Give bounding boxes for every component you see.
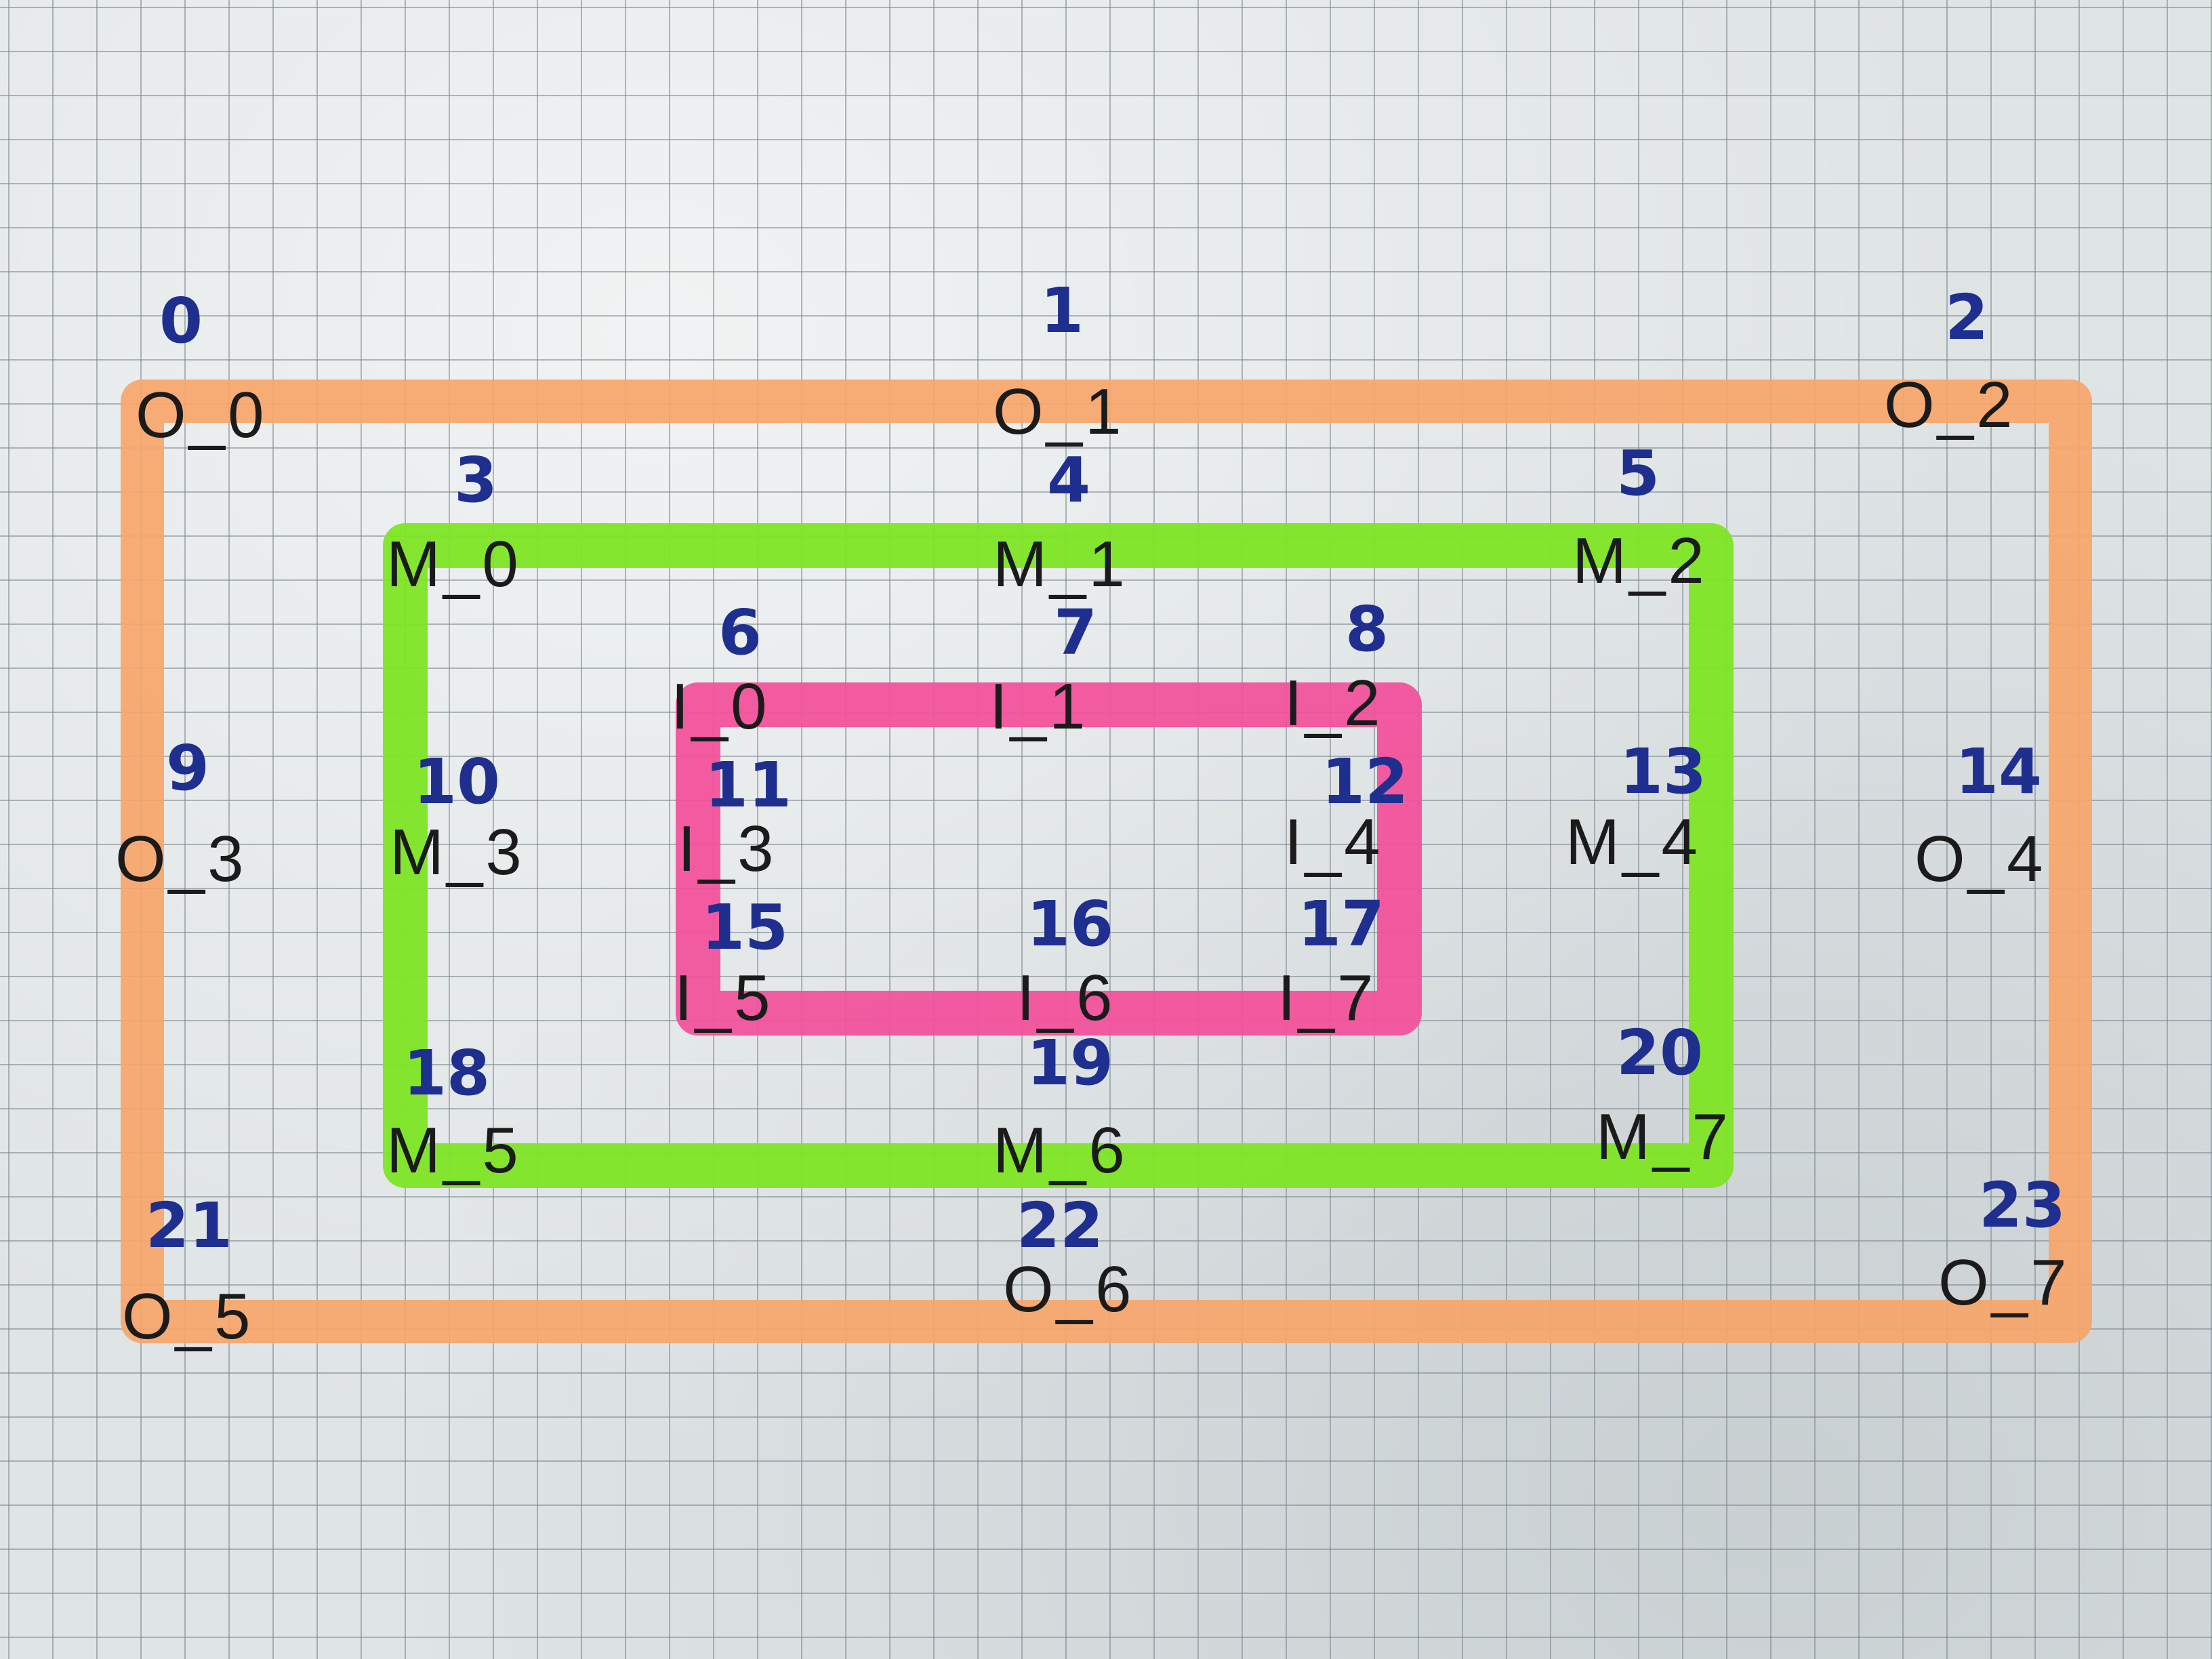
index-number: 22 <box>1017 1189 1103 1262</box>
outer-rectangle <box>121 380 2092 1343</box>
index-number: 12 <box>1322 745 1408 818</box>
inner-label-1: I_1 <box>989 670 1088 743</box>
middle-label-6: M_6 <box>993 1114 1128 1187</box>
middle-labels: M_0 M_1 M_2 M_3 M_4 M_5 M_6 M_7 <box>386 525 1731 1187</box>
inner-rectangle <box>676 682 1422 1036</box>
inner-label-4: I_4 <box>1284 806 1382 878</box>
middle-label-3: M_3 <box>390 816 525 888</box>
index-number: 15 <box>701 891 788 964</box>
index-number: 21 <box>146 1189 232 1262</box>
index-number: 8 <box>1345 593 1389 665</box>
inner-label-2: I_2 <box>1284 667 1382 739</box>
index-number: 20 <box>1616 1017 1703 1089</box>
index-number: 0 <box>159 285 203 357</box>
middle-label-0: M_0 <box>386 528 521 600</box>
middle-label-7: M_7 <box>1596 1101 1731 1173</box>
inner-label-5: I_5 <box>674 962 773 1034</box>
index-number: 11 <box>705 749 792 821</box>
index-number: 14 <box>1955 735 2042 808</box>
middle-label-4: M_4 <box>1565 806 1700 878</box>
index-number: 16 <box>1027 888 1113 960</box>
index-number: 9 <box>166 732 209 804</box>
index-number: 19 <box>1027 1027 1113 1099</box>
middle-label-1: M_1 <box>993 528 1128 600</box>
inner-label-6: I_6 <box>1017 962 1115 1034</box>
outer-label-4: O_4 <box>1914 823 2045 895</box>
index-number: 17 <box>1298 888 1385 960</box>
middle-rectangle <box>383 523 1734 1188</box>
inner-label-7: I_7 <box>1277 962 1376 1034</box>
inner-labels: I_0 I_1 I_2 I_3 I_4 I_5 I_6 I_7 <box>671 667 1382 1034</box>
index-number: 2 <box>1945 281 1988 354</box>
index-number: 6 <box>718 596 762 669</box>
middle-label-5: M_5 <box>386 1114 521 1187</box>
outer-label-1: O_1 <box>993 375 1124 448</box>
outer-labels: O_0 O_1 O_2 O_3 O_4 O_5 O_6 O_7 <box>115 369 2069 1353</box>
outer-label-5: O_5 <box>122 1280 253 1353</box>
outer-label-0: O_0 <box>136 379 266 451</box>
index-number: 4 <box>1047 444 1090 516</box>
index-number: 10 <box>413 745 500 818</box>
outer-label-3: O_3 <box>115 823 246 895</box>
inner-label-0: I_0 <box>671 670 769 743</box>
index-number: 5 <box>1616 437 1660 510</box>
index-number: 3 <box>454 444 497 516</box>
outer-label-2: O_2 <box>1884 369 2015 441</box>
index-numbers: 0 1 2 3 4 5 6 7 8 9 10 11 12 13 14 15 16… <box>146 274 2066 1262</box>
middle-label-2: M_2 <box>1572 525 1707 597</box>
index-number: 1 <box>1040 274 1084 347</box>
index-number: 13 <box>1620 735 1706 808</box>
index-number: 18 <box>403 1037 490 1109</box>
index-number: 23 <box>1979 1169 2066 1242</box>
inner-label-3: I_3 <box>678 813 776 885</box>
index-number: 7 <box>1054 596 1097 669</box>
outer-label-7: O_7 <box>1938 1246 2069 1319</box>
outer-label-6: O_6 <box>1003 1253 1134 1326</box>
